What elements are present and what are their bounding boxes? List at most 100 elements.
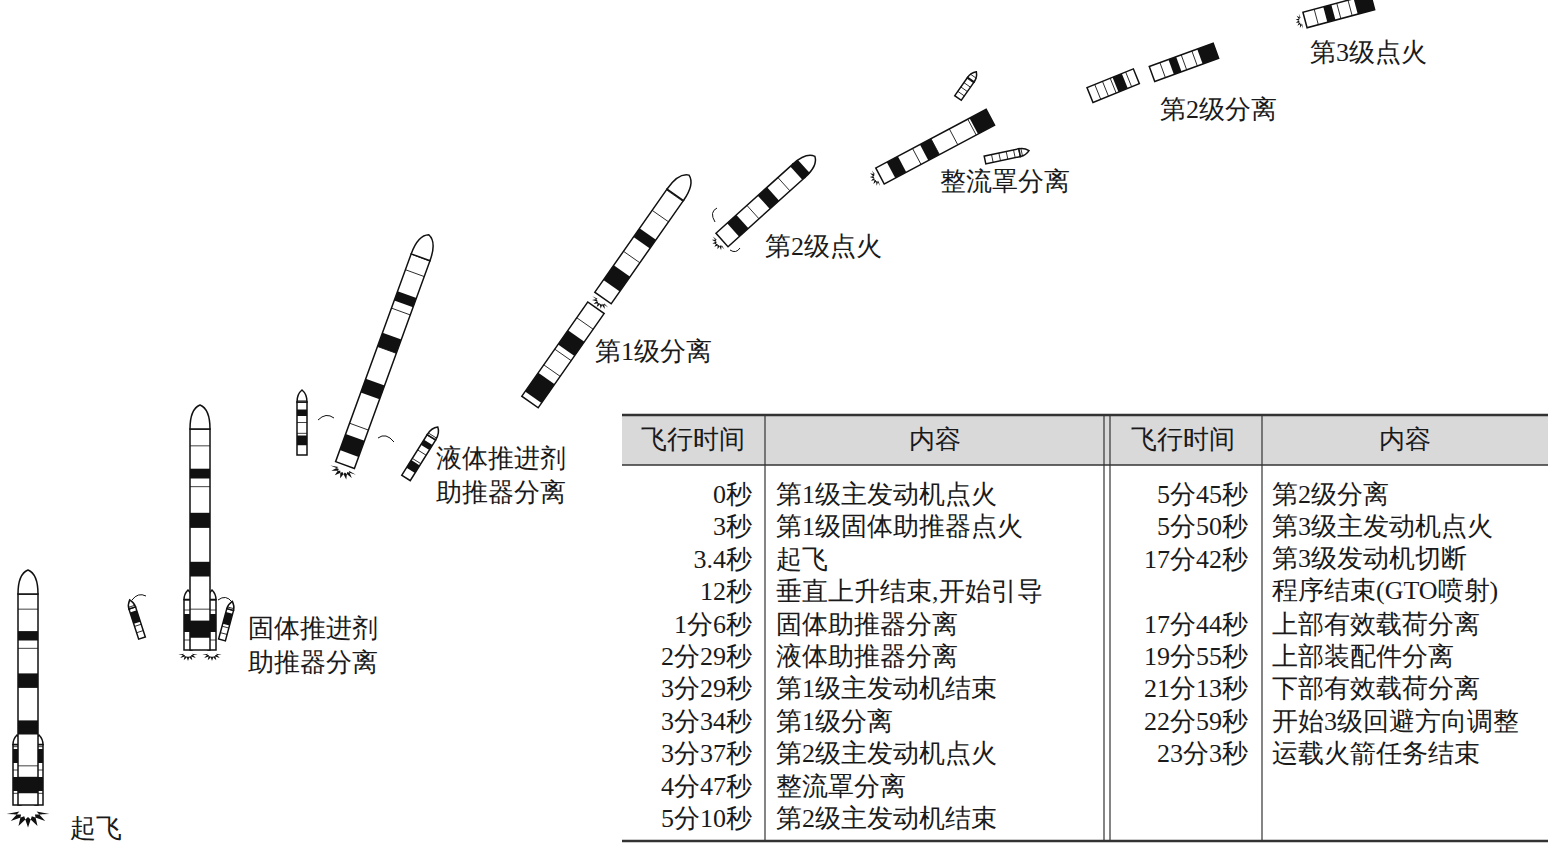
- rocket-band: [634, 228, 656, 248]
- table-header: 内容: [909, 423, 961, 457]
- content-cell: 第2级主发动机结束: [776, 802, 997, 836]
- motion-mark: [318, 415, 394, 442]
- table-rule: [622, 840, 1548, 843]
- table-rule: [622, 414, 1548, 417]
- content-cell: 液体助推器分离: [776, 640, 958, 674]
- segment-line: [224, 620, 231, 622]
- segment-line: [1192, 51, 1197, 66]
- segment-line: [428, 433, 436, 438]
- time-cell: 19分55秒: [1144, 640, 1248, 674]
- nose-cone: [297, 390, 307, 402]
- segment-line: [391, 308, 410, 315]
- rocket-body: [984, 149, 1020, 164]
- segment-line: [747, 205, 759, 218]
- segment-line: [378, 346, 397, 353]
- rocket-band: [361, 379, 385, 400]
- segment-line: [418, 450, 426, 455]
- table-rule: [1103, 415, 1104, 841]
- table-header: 内容: [1379, 423, 1431, 457]
- nose-cone: [411, 231, 438, 260]
- segment-line: [190, 609, 210, 610]
- upper-stage: [1149, 43, 1218, 81]
- segment-line: [533, 381, 549, 392]
- rocket-band: [394, 291, 416, 307]
- time-cell: 22分59秒: [1144, 705, 1248, 739]
- time-cell: 5分10秒: [661, 802, 752, 836]
- stage-callout: 第1级分离: [595, 335, 712, 369]
- separated-booster: [219, 600, 236, 640]
- segment-line: [970, 74, 977, 79]
- segment-line: [1337, 3, 1341, 18]
- table-rule: [622, 464, 1548, 466]
- table-rule: [1261, 415, 1262, 841]
- segment-line: [1118, 75, 1124, 90]
- segment-line: [964, 83, 971, 88]
- exhaust-flame: [178, 654, 197, 661]
- segment-line: [137, 631, 144, 633]
- segment-line: [652, 210, 668, 221]
- time-cell: 2分29秒: [661, 640, 752, 674]
- nose-cone: [190, 405, 210, 429]
- nose-cone: [227, 600, 236, 610]
- segment-line: [364, 385, 383, 392]
- time-cell: 3分29秒: [661, 672, 752, 706]
- content-cell: 运载火箭任务结束: [1272, 737, 1480, 771]
- time-cell: 5分45秒: [1157, 478, 1248, 512]
- motion-mark: [132, 595, 232, 602]
- rocket-band: [525, 373, 555, 403]
- rocket-band: [1197, 43, 1218, 64]
- segment-line: [350, 423, 369, 430]
- rocket-band: [1354, 0, 1375, 14]
- rocket-body: [1303, 0, 1375, 28]
- segment-line: [778, 178, 790, 191]
- time-cell: 3.4秒: [694, 543, 753, 577]
- segment-line: [894, 158, 902, 174]
- time-cell: 3分37秒: [661, 737, 752, 771]
- rocket-band: [887, 156, 906, 178]
- content-cell: 第3级主发动机点火: [1272, 510, 1493, 544]
- time-cell: 17分42秒: [1144, 543, 1248, 577]
- content-cell: 第1级主发动机结束: [776, 672, 997, 706]
- segment-line: [577, 318, 593, 329]
- table-header: 飞行时间: [1131, 423, 1235, 457]
- segment-line: [731, 219, 743, 232]
- segment-line: [1021, 148, 1023, 156]
- content-cell: 上部装配件分离: [1272, 640, 1454, 674]
- segment-line: [1181, 55, 1186, 70]
- rocket-body: [219, 609, 234, 641]
- exhaust-flame: [1294, 13, 1304, 30]
- rocket-body: [595, 189, 684, 304]
- segment-line: [1102, 81, 1108, 96]
- upper-stack: [588, 169, 697, 312]
- rocket-band: [190, 562, 210, 577]
- separated-booster: [402, 424, 442, 480]
- table-rule: [1109, 415, 1110, 841]
- segment-line: [190, 486, 210, 487]
- stage3-ignition: [1294, 0, 1375, 30]
- content-cell: 固体助推器分离: [776, 608, 958, 642]
- segment-line: [609, 272, 625, 283]
- rocket-body: [190, 429, 210, 650]
- segment-line: [793, 164, 805, 177]
- segment-line: [190, 568, 210, 569]
- rocket-band: [18, 777, 38, 793]
- rocket-band: [190, 621, 210, 638]
- segment-line: [949, 129, 957, 145]
- nose-cone: [18, 570, 38, 594]
- segment-line: [297, 444, 307, 445]
- segment-line: [931, 139, 939, 155]
- stage-callout: 第2级分离: [1160, 93, 1277, 127]
- segment-line: [958, 91, 965, 96]
- rocket-stage1-sep: [522, 302, 604, 408]
- rocket-band: [18, 631, 38, 640]
- segment-line: [18, 765, 38, 766]
- time-cell: 21分13秒: [1144, 672, 1248, 706]
- fairing-half: [984, 147, 1030, 164]
- rocket-band: [340, 434, 365, 457]
- time-cell: 12秒: [700, 575, 752, 609]
- segment-line: [967, 78, 974, 83]
- rocket-body: [1087, 69, 1139, 103]
- content-cell: 第1级分离: [776, 705, 893, 739]
- segment-line: [18, 648, 38, 649]
